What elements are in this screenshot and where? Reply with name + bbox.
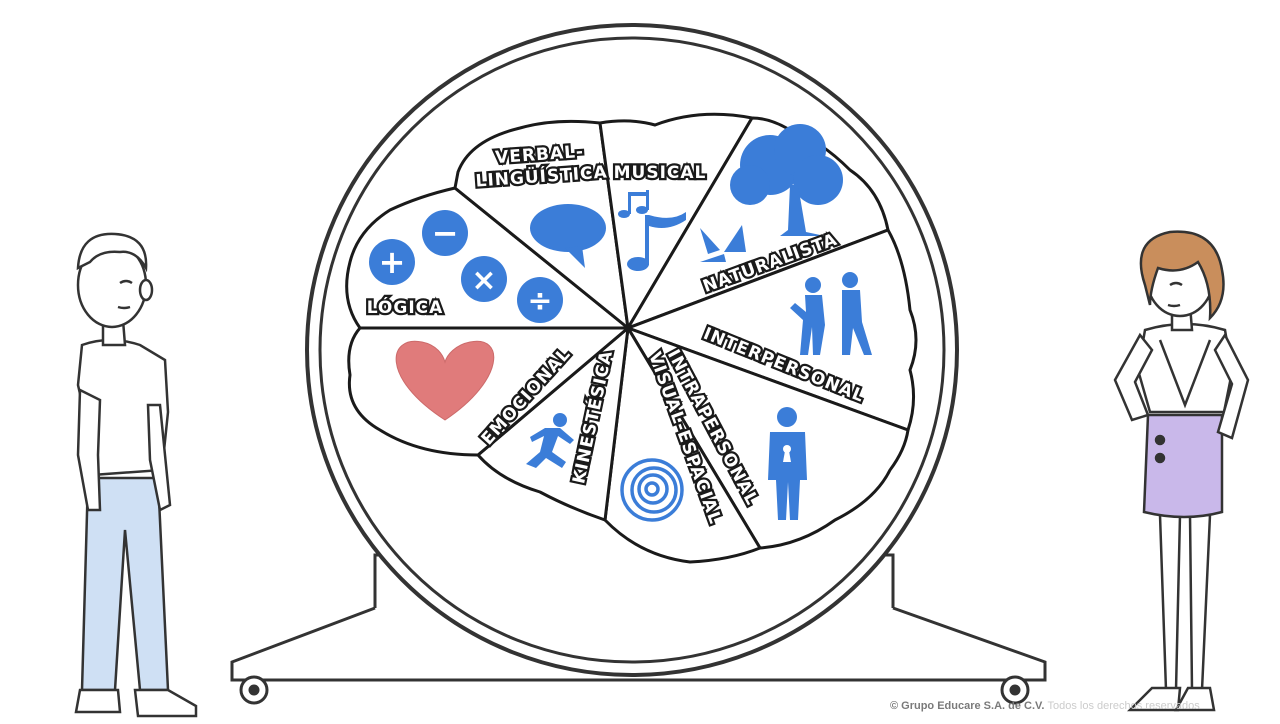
svg-text:÷: ÷ (527, 284, 552, 319)
boy-character (74, 232, 198, 718)
segment-intrapersonal (624, 325, 910, 550)
copyright-owner: © Grupo Educare S.A. de C.V. (890, 700, 1045, 712)
copyright-rights: Todos los derechos reservados (1047, 700, 1200, 712)
spiral-icon (620, 458, 684, 522)
tree-icon (730, 124, 843, 236)
svg-text:×: × (471, 263, 496, 298)
music-note-icon (618, 190, 686, 271)
runner-icon (526, 413, 574, 468)
person-keyhole-icon (768, 407, 807, 520)
butterfly-icon (700, 225, 746, 262)
math-symbols-icon: + − × ÷ (369, 210, 563, 323)
svg-text:+: + (379, 243, 406, 281)
segment-visual (603, 323, 763, 564)
label-musical: MUSICAL (614, 163, 707, 183)
svg-text:−: − (432, 214, 459, 252)
segment-kinestesica (475, 324, 630, 523)
speech-bubble-icon (530, 204, 606, 268)
label-logica: LÓGICA (367, 296, 444, 318)
label-verbal-line1: VERBAL- (495, 142, 585, 168)
copyright-notice: © Grupo Educare S.A. de C.V. Todos los d… (890, 700, 1200, 712)
girl-character (1113, 230, 1250, 712)
people-icon (790, 272, 872, 355)
heart-icon (395, 340, 495, 421)
